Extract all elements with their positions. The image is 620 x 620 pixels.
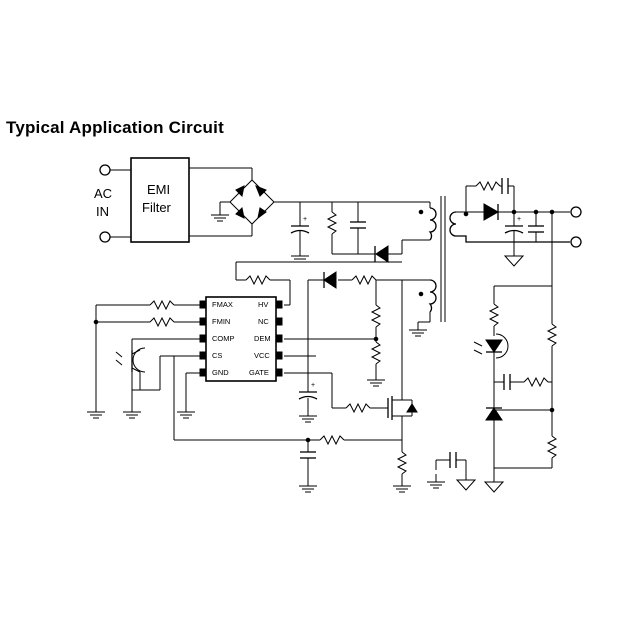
controller-ic: FMAX FMIN COMP CS GND HV NC DEM VCC GATE	[199, 296, 283, 382]
aux-supply: +	[284, 271, 431, 423]
ac-input: AC IN	[94, 164, 131, 243]
pin-gate: GATE	[249, 368, 269, 377]
diagram-title: Typical Application Circuit	[6, 118, 224, 137]
snubber	[326, 202, 430, 263]
transformer	[418, 196, 469, 322]
pin-gnd: GND	[212, 368, 229, 377]
ac-label: AC	[94, 186, 112, 201]
mosfet	[284, 372, 418, 493]
emi-filter: EMI Filter	[130, 157, 252, 243]
pin-cs: CS	[212, 351, 222, 360]
svg-text:+: +	[517, 216, 521, 223]
pin-nc: NC	[258, 317, 269, 326]
frequency-resistors	[86, 299, 200, 419]
filter-label: Filter	[142, 200, 172, 215]
svg-text:+: +	[303, 216, 307, 223]
svg-text:+: +	[311, 382, 315, 389]
pin-hv: HV	[258, 300, 268, 309]
current-sense	[173, 355, 402, 493]
pin-fmax: FMAX	[212, 300, 233, 309]
pin-dem: DEM	[254, 334, 271, 343]
emi-label: EMI	[147, 182, 170, 197]
in-label: IN	[96, 204, 109, 219]
bulk-capacitor: +	[290, 202, 310, 263]
secondary-output: +	[456, 178, 582, 493]
pin-fmin: FMIN	[212, 317, 230, 326]
bridge-rectifier	[210, 168, 300, 236]
y-capacitor	[426, 452, 476, 491]
pin-comp: COMP	[212, 334, 235, 343]
pin-vcc: VCC	[254, 351, 270, 360]
optocoupler-transistor	[115, 338, 200, 419]
startup-resistor	[235, 261, 402, 306]
